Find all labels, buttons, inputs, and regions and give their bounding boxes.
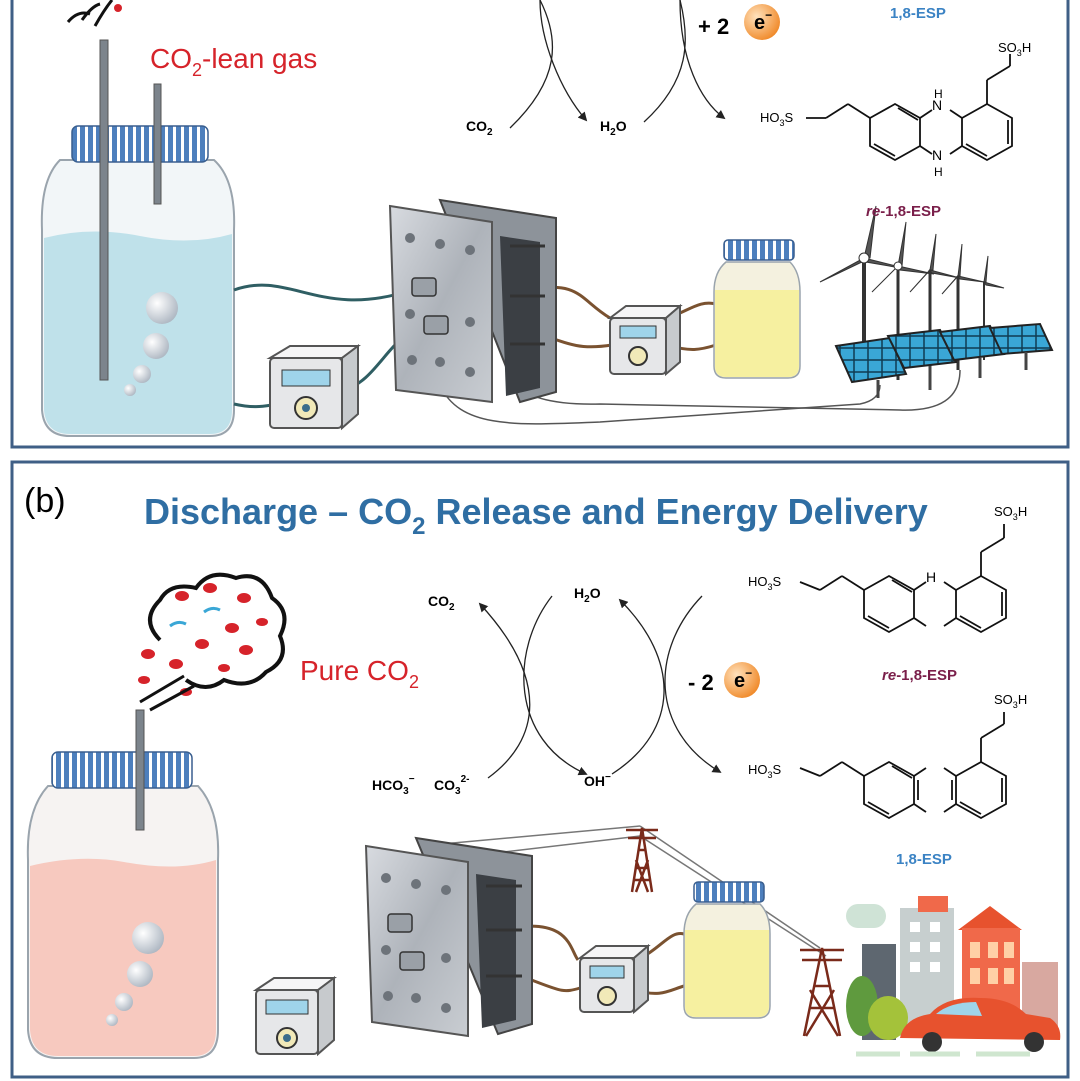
pump-icon[interactable] bbox=[607, 303, 683, 377]
reaction-arrows-b bbox=[478, 595, 722, 779]
h-bottom-a: H bbox=[934, 165, 943, 179]
pump-icon[interactable] bbox=[252, 976, 337, 1057]
gas-molecule-icon bbox=[114, 4, 122, 12]
bicarbonate-label-b: HCO3− bbox=[372, 774, 415, 797]
gas-label-a: CO2-lean gas bbox=[150, 43, 317, 80]
ho3s-label-b2: HO3S bbox=[748, 762, 782, 780]
gas-wisps-icon bbox=[66, 0, 114, 27]
electron-change-a: + 2 bbox=[698, 14, 729, 39]
pump-icon[interactable] bbox=[266, 344, 361, 431]
oxidized-name-b: 1,8-ESP bbox=[896, 851, 952, 868]
co2-label-b: CO2 bbox=[428, 593, 455, 613]
svg-text:e−: e− bbox=[734, 666, 752, 692]
panel-title-b: Discharge – CO2 Release and Energy Deliv… bbox=[144, 491, 928, 540]
n-top-b: H bbox=[926, 569, 936, 585]
so3h-label-b1: SO3H bbox=[994, 504, 1027, 522]
panel-b-frame bbox=[10, 460, 1070, 1079]
h2o-label-b: H2O bbox=[574, 585, 601, 605]
ho3s-label-b1: HO3S bbox=[748, 574, 782, 592]
reservoir-icon bbox=[713, 239, 801, 379]
flow-cell-icon[interactable] bbox=[364, 836, 533, 1038]
nh-bottom-a: N bbox=[932, 147, 942, 163]
so3h-label-b2: SO3H bbox=[994, 692, 1027, 710]
nh-top-a: N bbox=[932, 97, 942, 113]
gas-jar-icon bbox=[26, 709, 220, 1059]
oxidized-molecule-b bbox=[799, 712, 1007, 820]
car-icon bbox=[856, 997, 1061, 1057]
svg-text:e−: e− bbox=[754, 8, 772, 34]
electron-icon: e− bbox=[744, 4, 780, 40]
co2-label-a: CO2 bbox=[466, 118, 493, 138]
gas-cloud-icon bbox=[138, 572, 287, 712]
reservoir-icon bbox=[683, 881, 771, 1019]
h-top-a: H bbox=[934, 87, 943, 101]
so3h-label-a: SO3H bbox=[998, 40, 1031, 58]
electron-icon: e− bbox=[724, 662, 760, 698]
electron-change-b: - 2 bbox=[688, 670, 714, 695]
gas-label-b: Pure CO2 bbox=[300, 655, 419, 692]
flow-cell-icon[interactable] bbox=[388, 198, 557, 404]
solar-panel-icon bbox=[834, 322, 1054, 398]
panel-label-b: (b) bbox=[24, 482, 66, 520]
panel-a-frame bbox=[10, 0, 1070, 449]
molecule-name-a: re-1,8-ESP bbox=[866, 203, 941, 220]
carbonate-label-b: CO32- bbox=[434, 774, 469, 797]
reduced-name-b: re-1,8-ESP bbox=[882, 667, 957, 684]
ho3s-label-a: HO3S bbox=[760, 110, 794, 128]
pump-icon[interactable] bbox=[577, 943, 651, 1015]
reduced-molecule-b bbox=[799, 524, 1007, 634]
h2o-label-a: H2O bbox=[600, 118, 627, 138]
gas-jar-icon bbox=[40, 39, 236, 437]
power-tower-icon bbox=[626, 827, 844, 1037]
molecule-name-top-a: 1,8-ESP bbox=[890, 5, 946, 22]
reaction-arrows-a bbox=[509, 0, 726, 129]
hydroxide-label-b: OH− bbox=[584, 772, 611, 789]
reduced-molecule-a bbox=[806, 54, 1013, 162]
